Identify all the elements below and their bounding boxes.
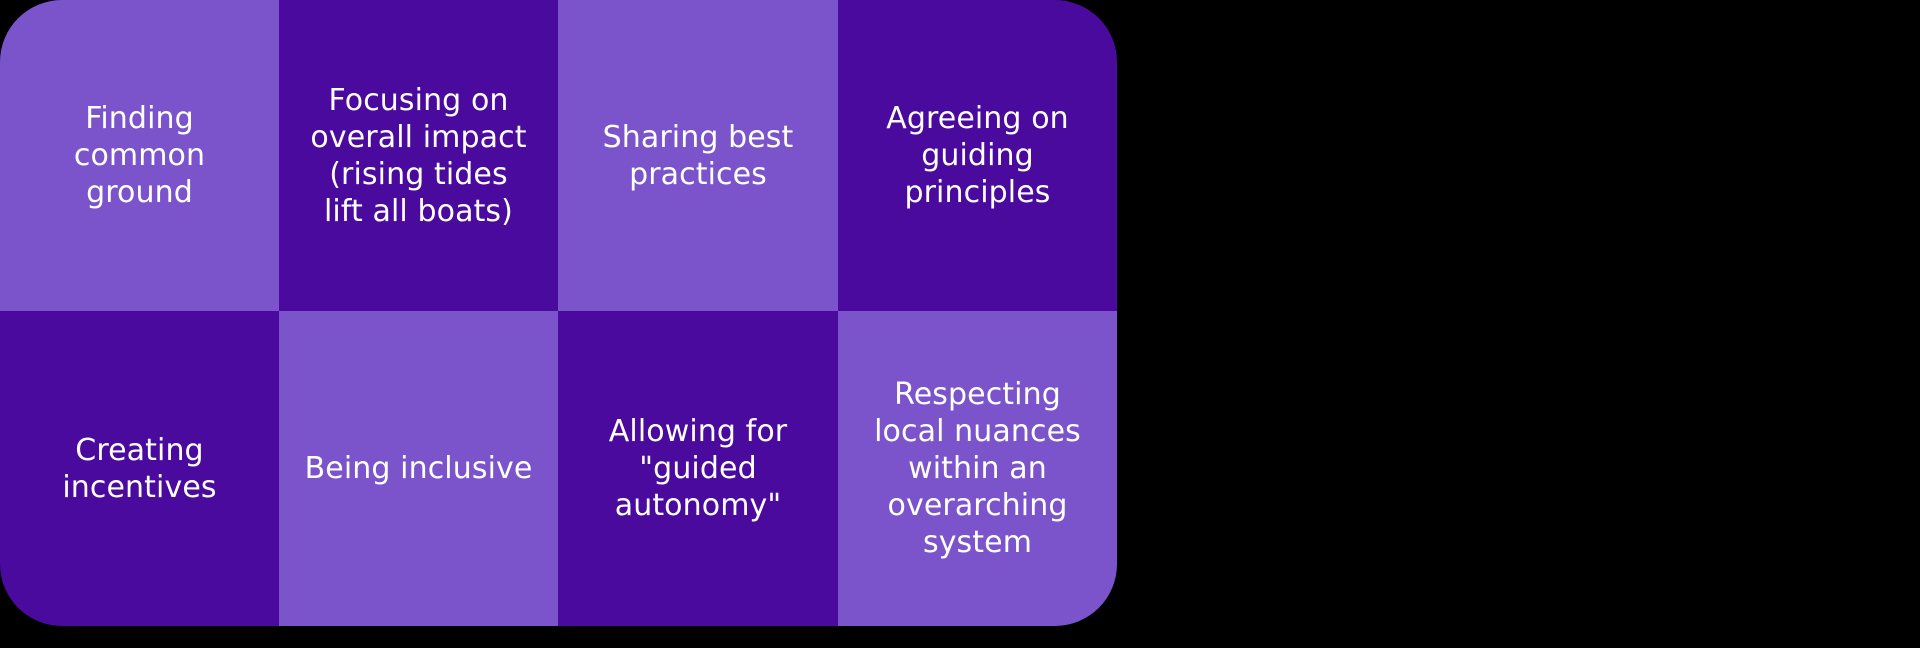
- matrix-cell-respecting-local-nuances[interactable]: Respecting local nuances within an overa…: [838, 311, 1117, 626]
- principles-matrix-grid: Finding common ground Focusing on overal…: [0, 0, 1117, 626]
- matrix-cell-sharing-best-practices[interactable]: Sharing best practices: [558, 0, 838, 311]
- matrix-cell-agreeing-on-guiding-principles[interactable]: Agreeing on guiding principles: [838, 0, 1117, 311]
- matrix-cell-being-inclusive[interactable]: Being inclusive: [279, 311, 558, 626]
- matrix-cell-focusing-on-overall-impact[interactable]: Focusing on overall impact (rising tides…: [279, 0, 558, 311]
- matrix-cell-allowing-for-guided-autonomy[interactable]: Allowing for "guided autonomy": [558, 311, 838, 626]
- matrix-cell-creating-incentives[interactable]: Creating incentives: [0, 311, 279, 626]
- matrix-cell-finding-common-ground[interactable]: Finding common ground: [0, 0, 279, 311]
